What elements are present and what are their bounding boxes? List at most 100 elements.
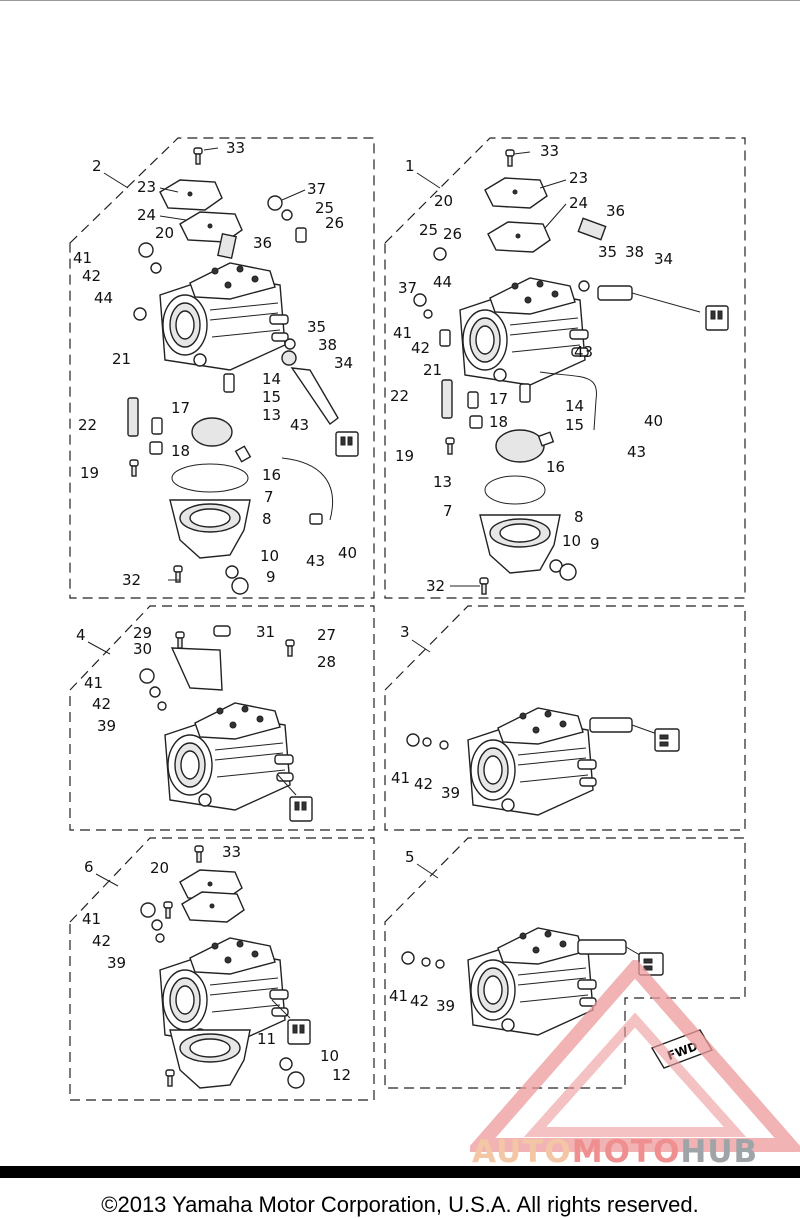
callout: 12	[332, 1066, 351, 1084]
callout: 26	[443, 225, 462, 243]
callout: 13	[262, 406, 281, 424]
callout: 33	[226, 139, 245, 157]
assembly-4-drawing	[139, 625, 313, 822]
assembly-label-6: 6	[84, 858, 94, 876]
callout: 19	[80, 464, 99, 482]
copyright-footer: ©2013 Yamaha Motor Corporation, U.S.A. A…	[0, 1166, 800, 1217]
callouts-assembly-6: 33 20 41 42 39 11 10 12	[82, 843, 351, 1084]
callout: 8	[574, 508, 584, 526]
callouts-assembly-5: 41 42 39	[389, 987, 455, 1015]
callout: 10	[260, 547, 279, 565]
callout: 20	[155, 224, 174, 242]
callout: 44	[433, 273, 452, 291]
callout: 31	[256, 623, 275, 641]
callout: 26	[325, 214, 344, 232]
callout: 32	[426, 577, 445, 595]
callout: 29	[133, 624, 152, 642]
assembly-label-3: 3	[400, 623, 410, 641]
callouts-assembly-2: 33 23 37 25 24 26 20 36 41 42 44 21 35 3…	[73, 139, 357, 589]
callout: 14	[262, 370, 281, 388]
callout: 17	[171, 399, 190, 417]
callout: 42	[411, 339, 430, 357]
callout: 20	[150, 859, 169, 877]
callout: 10	[320, 1047, 339, 1065]
callout: 39	[97, 717, 116, 735]
callout: 16	[262, 466, 281, 484]
callout: 34	[654, 250, 673, 268]
callout: 40	[644, 412, 663, 430]
panel-frames	[69, 137, 746, 1101]
callout: 41	[82, 910, 101, 928]
callout: 33	[222, 843, 241, 861]
callout: 32	[122, 571, 141, 589]
exploded-parts-diagram: 2 1 4 3 6 5	[69, 137, 746, 1101]
callout: 23	[569, 169, 588, 187]
watermark-text: AUTOMOTOHUB	[472, 1134, 798, 1170]
callout: 15	[565, 416, 584, 434]
callout: 42	[92, 695, 111, 713]
top-rule	[0, 0, 800, 1]
callout: 44	[94, 289, 113, 307]
callouts-assembly-3: 41 42 39	[391, 769, 460, 802]
callout: 40	[338, 544, 357, 562]
watermark-hub: HUB	[680, 1134, 759, 1170]
callout: 43	[627, 443, 646, 461]
assembly-2-drawing	[127, 147, 359, 595]
callout: 42	[414, 775, 433, 793]
assembly-5-drawing	[401, 927, 664, 1036]
callout: 36	[253, 234, 272, 252]
callout: 25	[419, 221, 438, 239]
assembly-label-2: 2	[92, 157, 102, 175]
callouts-assembly-4: 29 31 27 30 28 41 42 39	[84, 623, 336, 735]
callout: 43	[306, 552, 325, 570]
callout: 39	[107, 954, 126, 972]
callout: 43	[574, 343, 593, 361]
callout: 41	[73, 249, 92, 267]
callout: 34	[334, 354, 353, 372]
callout: 27	[317, 626, 336, 644]
leader-lines	[159, 147, 567, 587]
assembly-labels: 2 1 4 3 6 5	[76, 157, 441, 887]
watermark-auto: AUTO	[472, 1134, 572, 1170]
assembly-label-4: 4	[76, 626, 86, 644]
callout: 23	[137, 178, 156, 196]
copyright-text: ©2013 Yamaha Motor Corporation, U.S.A. A…	[101, 1192, 699, 1217]
callout: 9	[266, 568, 276, 586]
callout: 8	[262, 510, 272, 528]
callout: 19	[395, 447, 414, 465]
assembly-1-drawing	[413, 149, 729, 595]
callout: 14	[565, 397, 584, 415]
callout: 42	[92, 932, 111, 950]
callout: 36	[606, 202, 625, 220]
watermark-logo	[470, 960, 800, 1152]
assembly-label-1: 1	[405, 157, 415, 175]
callout: 9	[590, 535, 600, 553]
callout: 37	[307, 180, 326, 198]
callout: 18	[171, 442, 190, 460]
callout: 35	[307, 318, 326, 336]
callout: 28	[317, 653, 336, 671]
callout: 21	[423, 361, 442, 379]
callout: 38	[625, 243, 644, 261]
watermark-moto: MOTO	[571, 1134, 681, 1170]
callout: 21	[112, 350, 131, 368]
callout: 41	[393, 324, 412, 342]
callout: 38	[318, 336, 337, 354]
callout: 39	[441, 784, 460, 802]
callout: 41	[391, 769, 410, 787]
callout: 43	[290, 416, 309, 434]
callout: 10	[562, 532, 581, 550]
callout: 42	[410, 992, 429, 1010]
assembly-6-drawing	[140, 845, 311, 1089]
callout: 16	[546, 458, 565, 476]
callout: 22	[78, 416, 97, 434]
callout: 30	[133, 640, 152, 658]
callout: 20	[434, 192, 453, 210]
callout: 33	[540, 142, 559, 160]
assembly-3-drawing	[406, 707, 680, 816]
callout: 24	[137, 206, 156, 224]
callout: 35	[598, 243, 617, 261]
callout: 22	[390, 387, 409, 405]
callout: 17	[489, 390, 508, 408]
callouts-assembly-1: 33 23 20 24 36 25 26 44 35 38 34 37 41 4…	[390, 142, 673, 595]
